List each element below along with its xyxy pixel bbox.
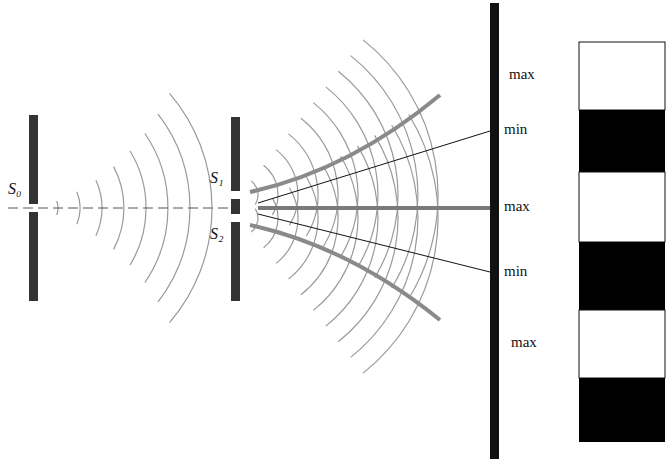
- nodal-curve: [250, 95, 440, 192]
- barrier: [29, 115, 38, 204]
- wavefront: [276, 188, 298, 264]
- wavefront: [363, 40, 438, 299]
- wavefront: [289, 134, 319, 236]
- wavefront: [326, 87, 378, 267]
- wavefront: [276, 150, 298, 226]
- dark-fringe: [579, 378, 665, 442]
- bright-fringe: [579, 172, 665, 242]
- slit-label: S₀: [8, 181, 22, 197]
- fringe-label: max: [510, 335, 538, 350]
- wavefront: [363, 115, 438, 374]
- slit-label: S₁: [210, 170, 224, 186]
- screen: [490, 3, 499, 459]
- axis-line: [8, 208, 240, 209]
- fringe-label: max: [503, 199, 531, 214]
- barrier: [231, 117, 240, 191]
- wavefront: [301, 167, 338, 295]
- wavefront: [338, 135, 398, 341]
- wavefront: [301, 118, 338, 246]
- min-line: [258, 214, 490, 272]
- fringe-label: max: [508, 67, 536, 82]
- bright-fringe: [579, 42, 665, 110]
- wavefront: [326, 146, 378, 326]
- barrier: [231, 199, 240, 214]
- barrier: [29, 212, 38, 301]
- central-line: [258, 206, 490, 210]
- nodal-curve: [250, 225, 440, 320]
- dark-fringe: [579, 110, 665, 172]
- slit-label: S₂: [210, 226, 224, 242]
- bright-fringe: [579, 310, 665, 378]
- dark-fringe: [579, 242, 665, 310]
- min-line: [258, 131, 490, 203]
- wavefront: [264, 198, 278, 248]
- barrier: [231, 222, 240, 301]
- fringe-label: min: [503, 264, 528, 279]
- fringe-label: min: [503, 122, 528, 137]
